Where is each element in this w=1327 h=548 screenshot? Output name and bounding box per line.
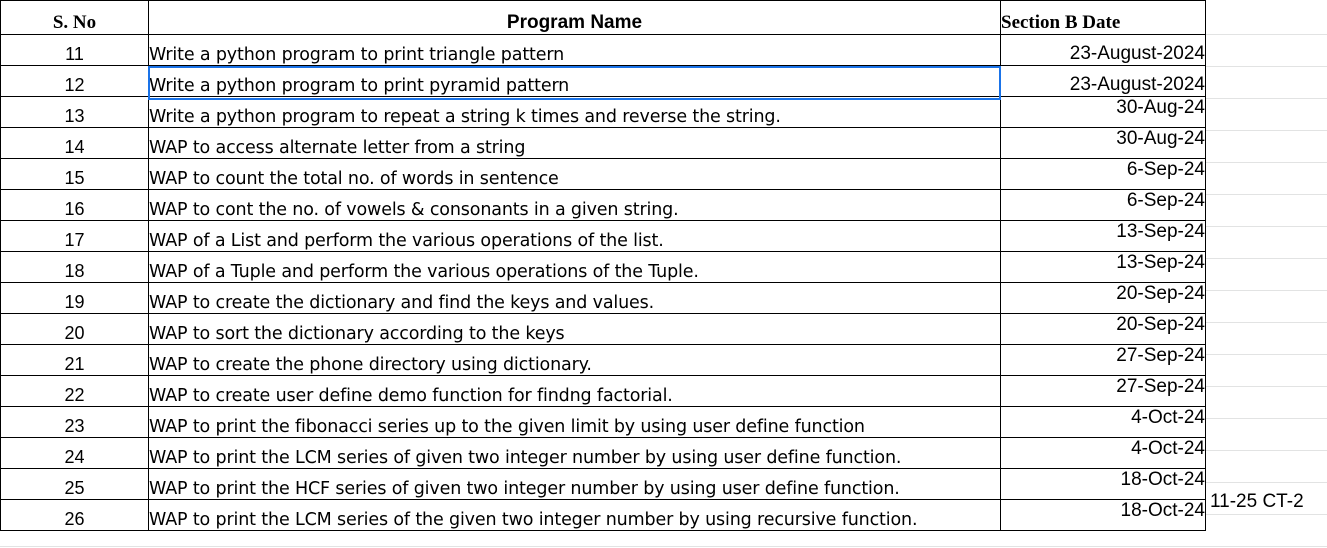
program-name-cell[interactable]: Write a python program to repeat a strin… (148, 96, 1001, 128)
sno-cell[interactable]: 18 (0, 251, 149, 283)
table-row: 14 WAP to access alternate letter from a… (0, 127, 1206, 159)
date-cell[interactable]: 30-Aug-24 (1000, 96, 1206, 128)
date-cell[interactable]: 13-Sep-24 (1000, 220, 1206, 252)
program-name-cell-selected[interactable]: Write a python program to print pyramid … (148, 65, 1001, 97)
sno-cell[interactable]: 14 (0, 127, 149, 159)
sno-cell[interactable]: 12 (0, 65, 149, 97)
program-name-cell[interactable]: WAP to count the total no. of words in s… (148, 158, 1001, 190)
program-name-cell[interactable]: Write a python program to print triangle… (148, 34, 1001, 66)
program-name-cell[interactable]: WAP of a List and perform the various op… (148, 220, 1001, 252)
table-row: 26 WAP to print the LCM series of the gi… (0, 499, 1206, 531)
sno-cell[interactable]: 16 (0, 189, 149, 221)
program-name-cell[interactable]: WAP to create the phone directory using … (148, 344, 1001, 376)
table-row: 12 Write a python program to print pyram… (0, 65, 1206, 97)
date-cell[interactable]: 23-August-2024 (1000, 65, 1206, 97)
sno-cell[interactable]: 26 (0, 499, 149, 531)
program-name-cell[interactable]: WAP of a Tuple and perform the various o… (148, 251, 1001, 283)
table-row: 17 WAP of a List and perform the various… (0, 220, 1206, 252)
date-cell[interactable]: 18-Oct-24 (1000, 468, 1206, 500)
date-cell[interactable]: 30-Aug-24 (1000, 127, 1206, 159)
date-cell[interactable]: 27-Sep-24 (1000, 375, 1206, 407)
sno-cell[interactable]: 21 (0, 344, 149, 376)
date-cell[interactable]: 20-Sep-24 (1000, 313, 1206, 345)
date-cell[interactable]: 4-Oct-24 (1000, 437, 1206, 469)
date-cell[interactable]: 20-Sep-24 (1000, 282, 1206, 314)
table-row: 23 WAP to print the fibonacci series up … (0, 406, 1206, 438)
sno-cell[interactable]: 13 (0, 96, 149, 128)
date-cell[interactable]: 13-Sep-24 (1000, 251, 1206, 283)
table-row: 24 WAP to print the LCM series of given … (0, 437, 1206, 469)
program-name-cell[interactable]: WAP to access alternate letter from a st… (148, 127, 1001, 159)
table-row: 18 WAP of a Tuple and perform the variou… (0, 251, 1206, 283)
date-cell[interactable]: 23-August-2024 (1000, 34, 1206, 66)
sno-cell[interactable]: 24 (0, 437, 149, 469)
sno-cell[interactable]: 19 (0, 282, 149, 314)
sno-cell[interactable]: 25 (0, 468, 149, 500)
table-row: 19 WAP to create the dictionary and find… (0, 282, 1206, 314)
program-schedule-table: S. No Program Name Section B Date 11 Wri… (0, 0, 1206, 531)
table-row: 13 Write a python program to repeat a st… (0, 96, 1206, 128)
program-name-cell[interactable]: WAP to sort the dictionary according to … (148, 313, 1001, 345)
date-cell[interactable]: 6-Sep-24 (1000, 189, 1206, 221)
table-row: 22 WAP to create user define demo functi… (0, 375, 1206, 407)
sno-cell[interactable]: 11 (0, 34, 149, 66)
table-row: 20 WAP to sort the dictionary according … (0, 313, 1206, 345)
program-name-cell[interactable]: WAP to print the fibonacci series up to … (148, 406, 1001, 438)
table-row: 25 WAP to print the HCF series of given … (0, 468, 1206, 500)
header-program-name-cell[interactable]: Program Name (148, 0, 1001, 35)
program-name-cell[interactable]: WAP to print the LCM series of the given… (148, 499, 1001, 531)
table-row: 11 Write a python program to print trian… (0, 34, 1206, 66)
program-name-cell[interactable]: WAP to print the LCM series of given two… (148, 437, 1001, 469)
table-row: 21 WAP to create the phone directory usi… (0, 344, 1206, 376)
sno-cell[interactable]: 17 (0, 220, 149, 252)
program-name-cell[interactable]: WAP to print the HCF series of given two… (148, 468, 1001, 500)
program-name-cell[interactable]: WAP to create the dictionary and find th… (148, 282, 1001, 314)
header-sno-cell[interactable]: S. No (0, 0, 149, 35)
date-cell[interactable]: 6-Sep-24 (1000, 158, 1206, 190)
header-row: S. No Program Name Section B Date (0, 0, 1206, 35)
header-date-cell[interactable]: Section B Date (1000, 0, 1206, 35)
table-row: 16 WAP to cont the no. of vowels & conso… (0, 189, 1206, 221)
date-cell[interactable]: 4-Oct-24 (1000, 406, 1206, 438)
date-cell[interactable]: 18-Oct-24 (1000, 499, 1206, 531)
program-name-cell[interactable]: WAP to cont the no. of vowels & consonan… (148, 189, 1001, 221)
sno-cell[interactable]: 15 (0, 158, 149, 190)
date-cell[interactable]: 27-Sep-24 (1000, 344, 1206, 376)
sno-cell[interactable]: 22 (0, 375, 149, 407)
side-note-cell[interactable]: 11-25 CT-2 (1210, 491, 1304, 512)
table-row: 15 WAP to count the total no. of words i… (0, 158, 1206, 190)
program-name-cell[interactable]: WAP to create user define demo function … (148, 375, 1001, 407)
sno-cell[interactable]: 20 (0, 313, 149, 345)
sno-cell[interactable]: 23 (0, 406, 149, 438)
